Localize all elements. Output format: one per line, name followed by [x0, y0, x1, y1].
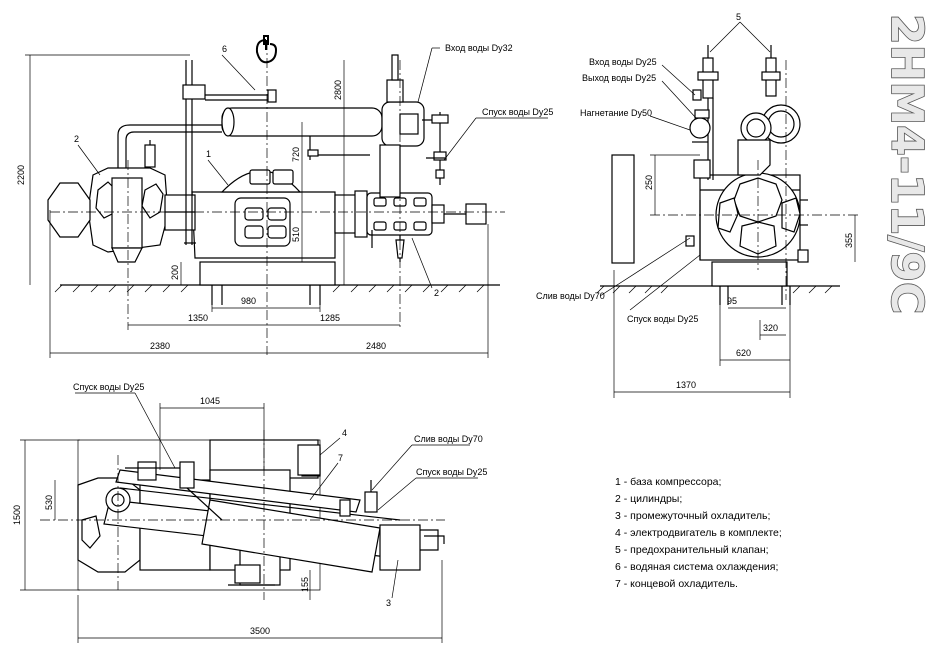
label-drain-dy25-plan-right: Спуск воды Dy25	[416, 467, 487, 477]
dim-530: 530	[44, 495, 54, 510]
dim-1370: 1370	[676, 380, 696, 390]
dim-3500: 3500	[250, 626, 270, 636]
callout-2-left: 2	[74, 134, 79, 144]
dim-2800: 2800	[333, 80, 343, 100]
dim-1350: 1350	[188, 313, 208, 323]
legend-item: 5 - предохранительный клапан;	[615, 544, 769, 556]
label-drain-dy25-front: Спуск воды Dy25	[482, 107, 553, 117]
dim-620: 620	[736, 348, 751, 358]
legend-item: 7 - концевой охладитель.	[615, 578, 738, 590]
dim-980: 980	[241, 296, 256, 306]
label-drain-dy70-plan: Слив воды Dy70	[414, 434, 483, 444]
front-view: 2200 2800 720 510 200 980 1350 1285 2380…	[16, 35, 553, 358]
legend-item: 2 - цилиндры;	[615, 493, 683, 505]
dim-1045: 1045	[200, 396, 220, 406]
dim-510: 510	[291, 227, 301, 242]
dim-2480: 2480	[366, 341, 386, 351]
callout-2-right: 2	[434, 288, 439, 298]
dim-1285: 1285	[320, 313, 340, 323]
callout-3: 3	[386, 598, 391, 608]
legend-item: 3 - промежуточный охладитель;	[615, 510, 771, 522]
dim-720: 720	[291, 147, 301, 162]
model-title-group: 2НМ4-11/9С	[880, 13, 933, 315]
dim-2380: 2380	[150, 341, 170, 351]
side-view: 5 Вход воды Dy25 Выход воды Dy25 Нагнета…	[536, 12, 860, 398]
dim-250: 250	[644, 175, 654, 190]
dim-95: 95	[727, 296, 737, 306]
callout-6: 6	[222, 44, 227, 54]
label-drain-dy25-side: Спуск воды Dy25	[627, 314, 698, 324]
plan-view: Спуск воды Dy25 Слив воды Dy70 Спуск вод…	[12, 382, 487, 643]
dim-200: 200	[170, 265, 180, 280]
callout-1: 1	[206, 149, 211, 159]
dim-320: 320	[763, 323, 778, 333]
legend: 1 - база компрессора; 2 - цилиндры; 3 - …	[615, 474, 782, 593]
callout-7: 7	[338, 453, 343, 463]
dim-2200: 2200	[16, 165, 26, 185]
model-title: 2НМ4-11/9С	[881, 14, 932, 314]
label-water-in-dy32: Вход воды Dy32	[445, 43, 513, 53]
callout-5: 5	[736, 12, 741, 22]
label-discharge-dy50: Нагнетание Dy50	[580, 108, 652, 118]
legend-item: 1 - база компрессора;	[615, 476, 722, 488]
dim-155: 155	[300, 577, 310, 592]
dim-1500: 1500	[12, 505, 22, 525]
callout-4: 4	[342, 428, 347, 438]
legend-item: 6 - водяная система охлаждения;	[615, 561, 779, 573]
dim-355: 355	[844, 233, 854, 248]
legend-item: 4 - электродвигатель в комплекте;	[615, 527, 782, 539]
label-drain-dy25-plan-left: Спуск воды Dy25	[73, 382, 144, 392]
label-water-in-dy25: Вход воды Dy25	[589, 57, 657, 67]
label-water-out-dy25: Выход воды Dy25	[582, 73, 656, 83]
label-drain-dy70-side: Слив воды Dy70	[536, 291, 605, 301]
